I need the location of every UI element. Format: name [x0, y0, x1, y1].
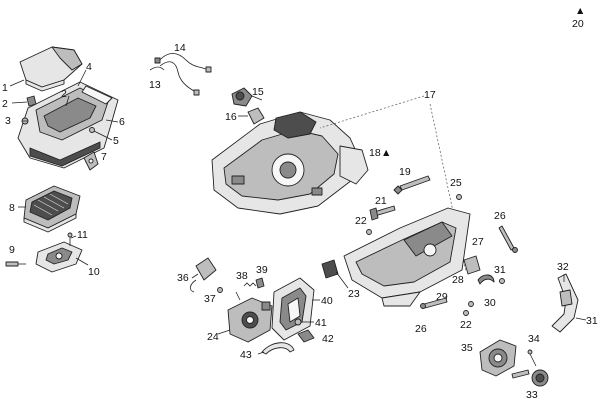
label-42: 42: [322, 333, 334, 345]
label-27: 27: [472, 236, 484, 248]
leader-17-left: [319, 95, 425, 129]
part-22-nut-upper: [366, 229, 372, 235]
label-13: 13: [149, 79, 161, 91]
part-27-plate: [463, 255, 481, 275]
part-4-shroud-housing: [17, 81, 119, 169]
label-15: 15: [252, 86, 264, 98]
part-32-brake-lever: [551, 273, 579, 333]
label-41: 41: [315, 317, 327, 329]
label-4: 4: [86, 61, 92, 73]
label-38: 38: [236, 270, 248, 282]
label-22-upper: 22: [355, 215, 367, 227]
label-43: 43: [240, 349, 252, 361]
label-24: 24: [207, 331, 219, 343]
label-18-triangle-icon: ▲: [381, 147, 391, 159]
part-1-top-cover: [19, 46, 83, 92]
part-5-clip: [89, 127, 95, 133]
label-37: 37: [204, 293, 216, 305]
part-23-tank-housing: [321, 207, 471, 307]
label-11: 11: [77, 229, 88, 241]
label-5: 5: [113, 135, 119, 147]
label-14: 14: [174, 42, 186, 54]
label-39: 39: [256, 264, 268, 276]
label-6: 6: [119, 116, 125, 128]
label-23: 23: [348, 288, 360, 300]
part-26-bolt-lower: [420, 297, 448, 309]
label-30: 30: [484, 297, 496, 309]
part-26-bolt-upper: [498, 225, 518, 253]
part-18-crankcase-housing: [211, 111, 369, 215]
part-42-block: [297, 329, 315, 343]
part-43-hose: [261, 342, 295, 355]
label-22-lower: 22: [460, 319, 472, 331]
part-8-air-filter: [23, 185, 81, 233]
label-26-lower: 26: [415, 323, 427, 335]
part-39-clip: [255, 277, 265, 289]
part-16-module: [247, 107, 265, 125]
label-20: 20: [572, 18, 584, 30]
label-28: 28: [452, 274, 464, 286]
label-2: 2: [2, 98, 8, 110]
label-32: 32: [557, 261, 569, 273]
part-22-nut-lower: [463, 310, 469, 316]
leader-17-right: [429, 103, 467, 273]
part-3-screw: [21, 117, 29, 125]
label-33: 33: [526, 389, 538, 401]
part-19-tube: [393, 175, 431, 195]
part-37-screw: [217, 287, 223, 293]
triangle-marker-icon: ▲: [575, 5, 585, 17]
label-7: 7: [101, 151, 107, 163]
part-31-screw-upper: [499, 278, 505, 284]
label-2-upper: 2: [61, 88, 67, 100]
part-14-wire-harness: [149, 53, 212, 96]
part-20-callout: ▲ 20: [572, 5, 585, 30]
part-21-bolt: [369, 205, 396, 221]
label-25: 25: [450, 177, 462, 189]
part-7-bracket: [83, 151, 99, 171]
part-41-gasket: [294, 318, 302, 326]
label-35: 35: [461, 342, 473, 354]
part-38-spring: [243, 282, 257, 287]
label-36: 36: [177, 272, 189, 284]
label-18: 18: [369, 147, 381, 159]
part-29-washer: [468, 301, 474, 307]
part-30-spring: [477, 274, 495, 285]
label-1: 1: [2, 82, 8, 94]
part-34-pin: [527, 349, 537, 367]
part-11-stud: [67, 232, 73, 246]
label-3: 3: [5, 115, 11, 127]
label-21: 21: [375, 195, 387, 207]
label-34: 34: [528, 333, 540, 345]
part-33-sprocket: [511, 369, 549, 387]
label-10: 10: [88, 266, 100, 278]
air-filter-ribs: [33, 193, 69, 216]
part-35-clutch-cover: [479, 339, 517, 377]
label-31-right: 31: [586, 315, 598, 327]
label-9: 9: [9, 244, 15, 256]
part-24-carburetor: [227, 291, 273, 343]
part-25-plug: [456, 194, 462, 200]
label-8: 8: [9, 202, 15, 214]
label-31-upper: 31: [494, 264, 506, 276]
label-29: 29: [436, 291, 448, 303]
label-17: 17: [424, 89, 436, 101]
part-15-ignition-coil: [231, 87, 263, 107]
label-40: 40: [321, 295, 333, 307]
part-10-base-plate: [35, 241, 83, 273]
part-2-clip: [26, 95, 37, 107]
part-36-throttle-lever: [190, 257, 217, 293]
part-9-screw: [5, 261, 26, 267]
label-19: 19: [399, 166, 411, 178]
label-26-upper: 26: [494, 210, 506, 222]
label-16: 16: [225, 111, 237, 123]
